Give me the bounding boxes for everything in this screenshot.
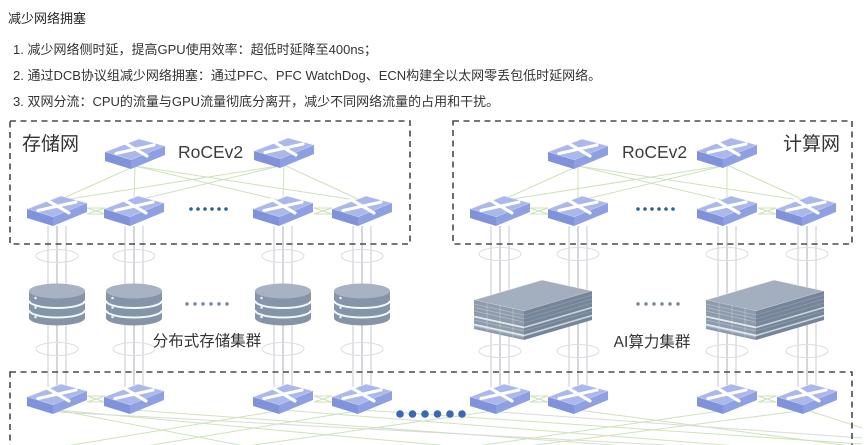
page-title: 减少网络拥塞 (8, 11, 87, 26)
bottom-mesh-links (56, 409, 863, 445)
storage-server-icon (333, 282, 391, 327)
switch-icon (103, 137, 167, 171)
ai-cluster-ellipsis (636, 302, 680, 306)
storage-server-icon (254, 282, 312, 327)
point-3: 3. 双网分流：CPU的流量与GPU流量彻底分离开，减少不同网络流量的占用和干扰… (13, 94, 500, 109)
point-2: 2. 通过DCB协议组减少网络拥塞：通过PFC、PFC WatchDog、ECN… (13, 68, 602, 83)
bottom-fabric-ellipsis (396, 410, 466, 418)
storage-leaf-ellipsis (189, 207, 228, 211)
storage-network-label: 存储网 (22, 133, 79, 155)
switch-icon (251, 194, 315, 228)
server-wires-dark (56, 226, 808, 392)
storage-network-zone (9, 120, 411, 245)
switch-icon (252, 136, 316, 170)
switch-icon (546, 137, 610, 171)
switch-icon (695, 194, 759, 228)
switch-icon (774, 194, 838, 228)
server-wires (47, 226, 817, 392)
bottom-fabric-zone (9, 371, 853, 445)
ai-cluster-label: AI算力集群 (614, 332, 691, 351)
peer-links (86, 207, 777, 403)
storage-protocol-label: RoCEv2 (178, 142, 243, 162)
compute-network-label: 计算网 (783, 133, 840, 155)
compute-protocol-label: RoCEv2 (622, 142, 687, 162)
switch-icon (251, 382, 315, 416)
storage-cluster-ellipsis (185, 302, 229, 306)
compute-spine-leaf-links (499, 164, 807, 202)
switch-icon (695, 136, 759, 170)
ai-cluster (473, 279, 825, 341)
compute-leaf-ellipsis (636, 207, 675, 211)
doc-header: 减少网络拥塞 1. 减少网络侧时延，提高GPU使用效率：超低时延降至400ns；… (8, 4, 601, 115)
bottom-switches (25, 382, 839, 416)
storage-server-icon (105, 282, 163, 327)
ai-server-icon (473, 279, 593, 341)
switch-icon (775, 382, 839, 416)
switch-icon (330, 382, 394, 416)
storage-cluster-label: 分布式存储集群 (153, 332, 262, 350)
storage-server-icon (28, 282, 86, 327)
switch-icon (25, 382, 89, 416)
switch-icon (102, 194, 166, 228)
switch-icon (102, 382, 166, 416)
compute-network-zone (452, 120, 853, 245)
switch-icon (468, 194, 532, 228)
switch-icon (546, 194, 610, 228)
ai-server-icon (705, 279, 825, 341)
switch-icon (546, 382, 610, 416)
bottom-mesh-links-gray (56, 411, 863, 445)
point-1: 1. 减少网络侧时延，提高GPU使用效率：超低时延降至400ns； (13, 42, 378, 57)
switch-icon (695, 382, 759, 416)
storage-spine-leaf-links (56, 164, 363, 202)
switch-icon (25, 194, 89, 228)
switch-icon (468, 382, 532, 416)
switch-icon (330, 194, 394, 228)
